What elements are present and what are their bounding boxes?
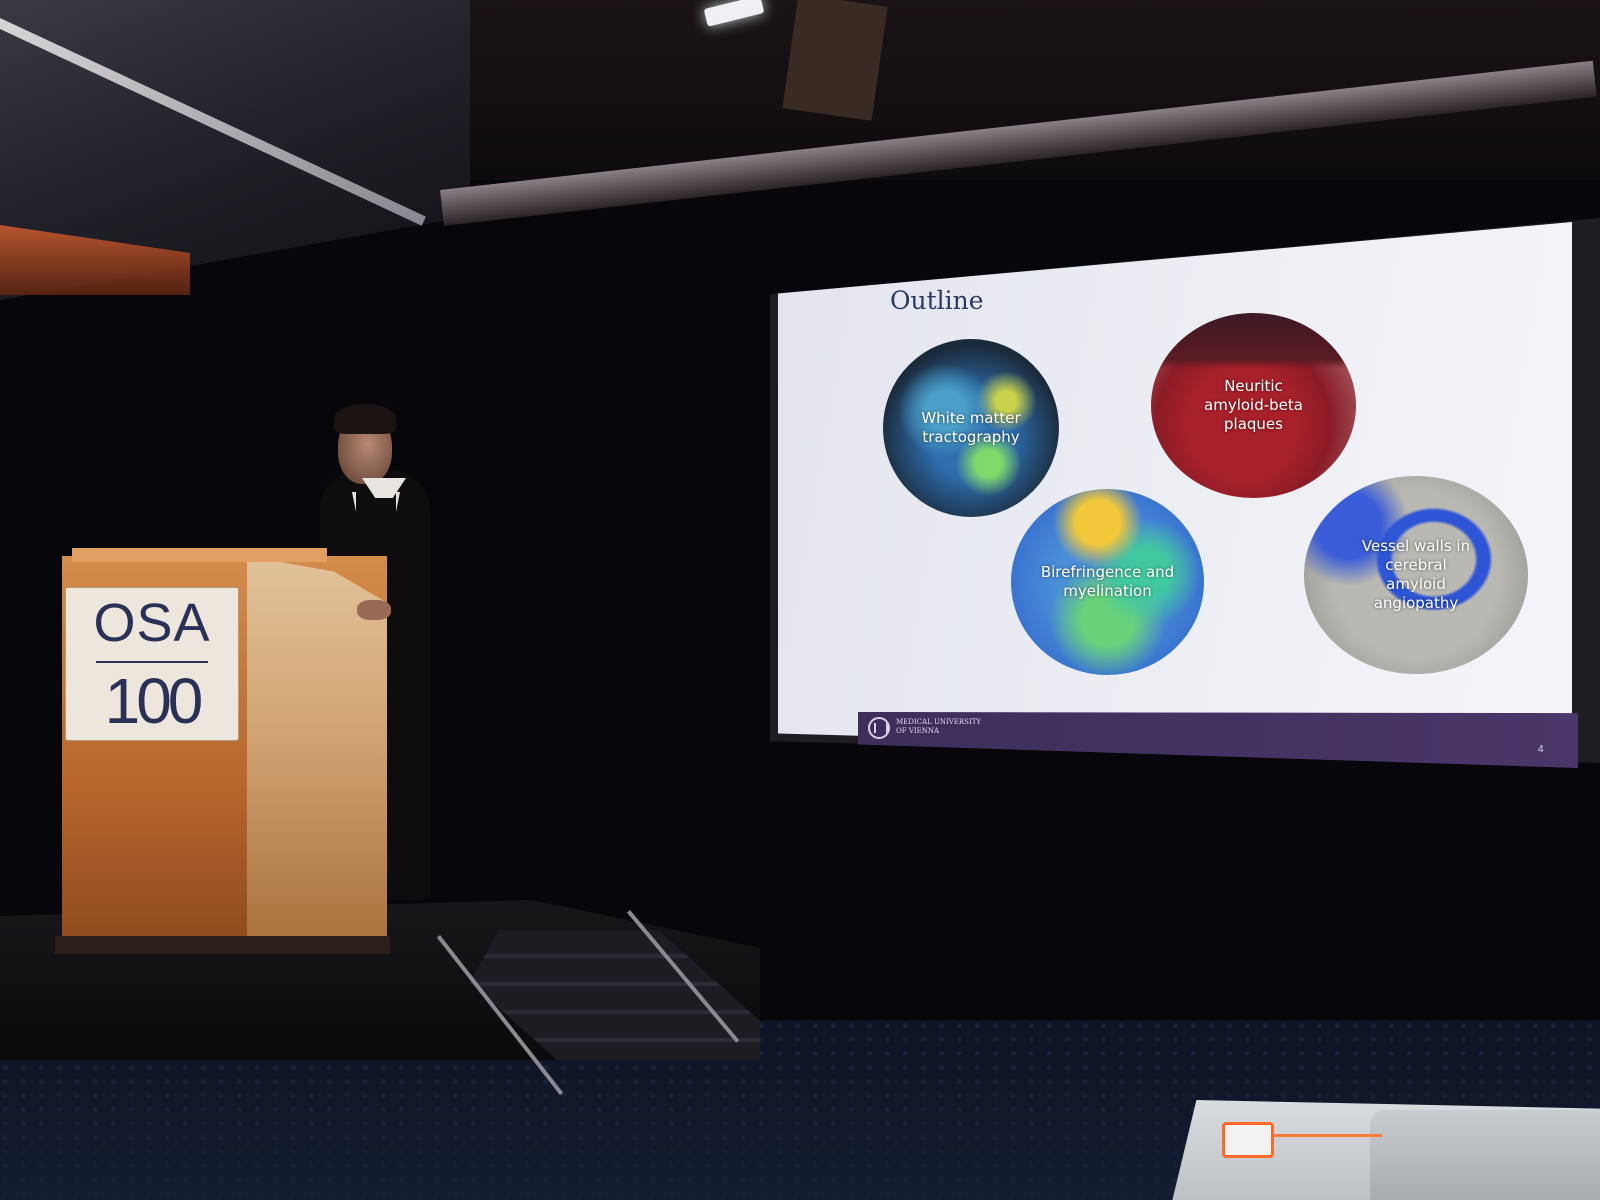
slide-number: 4	[1538, 744, 1544, 755]
topic-label: Birefringence and myelination	[1040, 563, 1175, 600]
topic-label: Neuritic amyloid-beta plaques	[1204, 377, 1303, 433]
presenter-collar	[362, 478, 406, 498]
slide-title: Outline	[890, 286, 984, 315]
institution-name-line: OF VIENNA	[896, 727, 940, 735]
topic-circle-amyloid-plaques: Neuritic amyloid-beta plaques	[1151, 313, 1356, 498]
medical-university-logo-icon	[868, 717, 890, 739]
ceiling-fixture	[782, 0, 888, 121]
podium-top	[72, 548, 327, 562]
topic-circle-vessel-walls: Vessel walls in cerebral amyloid angiopa…	[1304, 476, 1528, 674]
podium-base	[55, 936, 390, 954]
presenter-hand	[357, 600, 391, 620]
institution-name-line: MEDICAL UNIVERSITY	[896, 718, 982, 726]
orange-cable	[1272, 1134, 1382, 1137]
osa-logo-divider	[96, 661, 208, 663]
topic-circle-white-matter: White matter tractography	[883, 339, 1059, 517]
topic-label: White matter tractography	[921, 409, 1021, 446]
topic-circle-birefringence: Birefringence and myelination	[1011, 489, 1204, 675]
podium-side	[247, 556, 387, 944]
osa-logo-number: 100	[104, 665, 204, 737]
presenter-hair	[334, 404, 396, 434]
topic-label: Vessel walls in cerebral amyloid angiopa…	[1361, 537, 1471, 612]
osa-logo-text: OSA	[93, 593, 211, 653]
institution-name: MEDICAL UNIVERSITY OF VIENNA	[896, 718, 996, 736]
osa-logo-plate: OSA 100	[66, 588, 238, 740]
power-adapter	[1222, 1122, 1274, 1158]
laptop	[1370, 1110, 1600, 1200]
